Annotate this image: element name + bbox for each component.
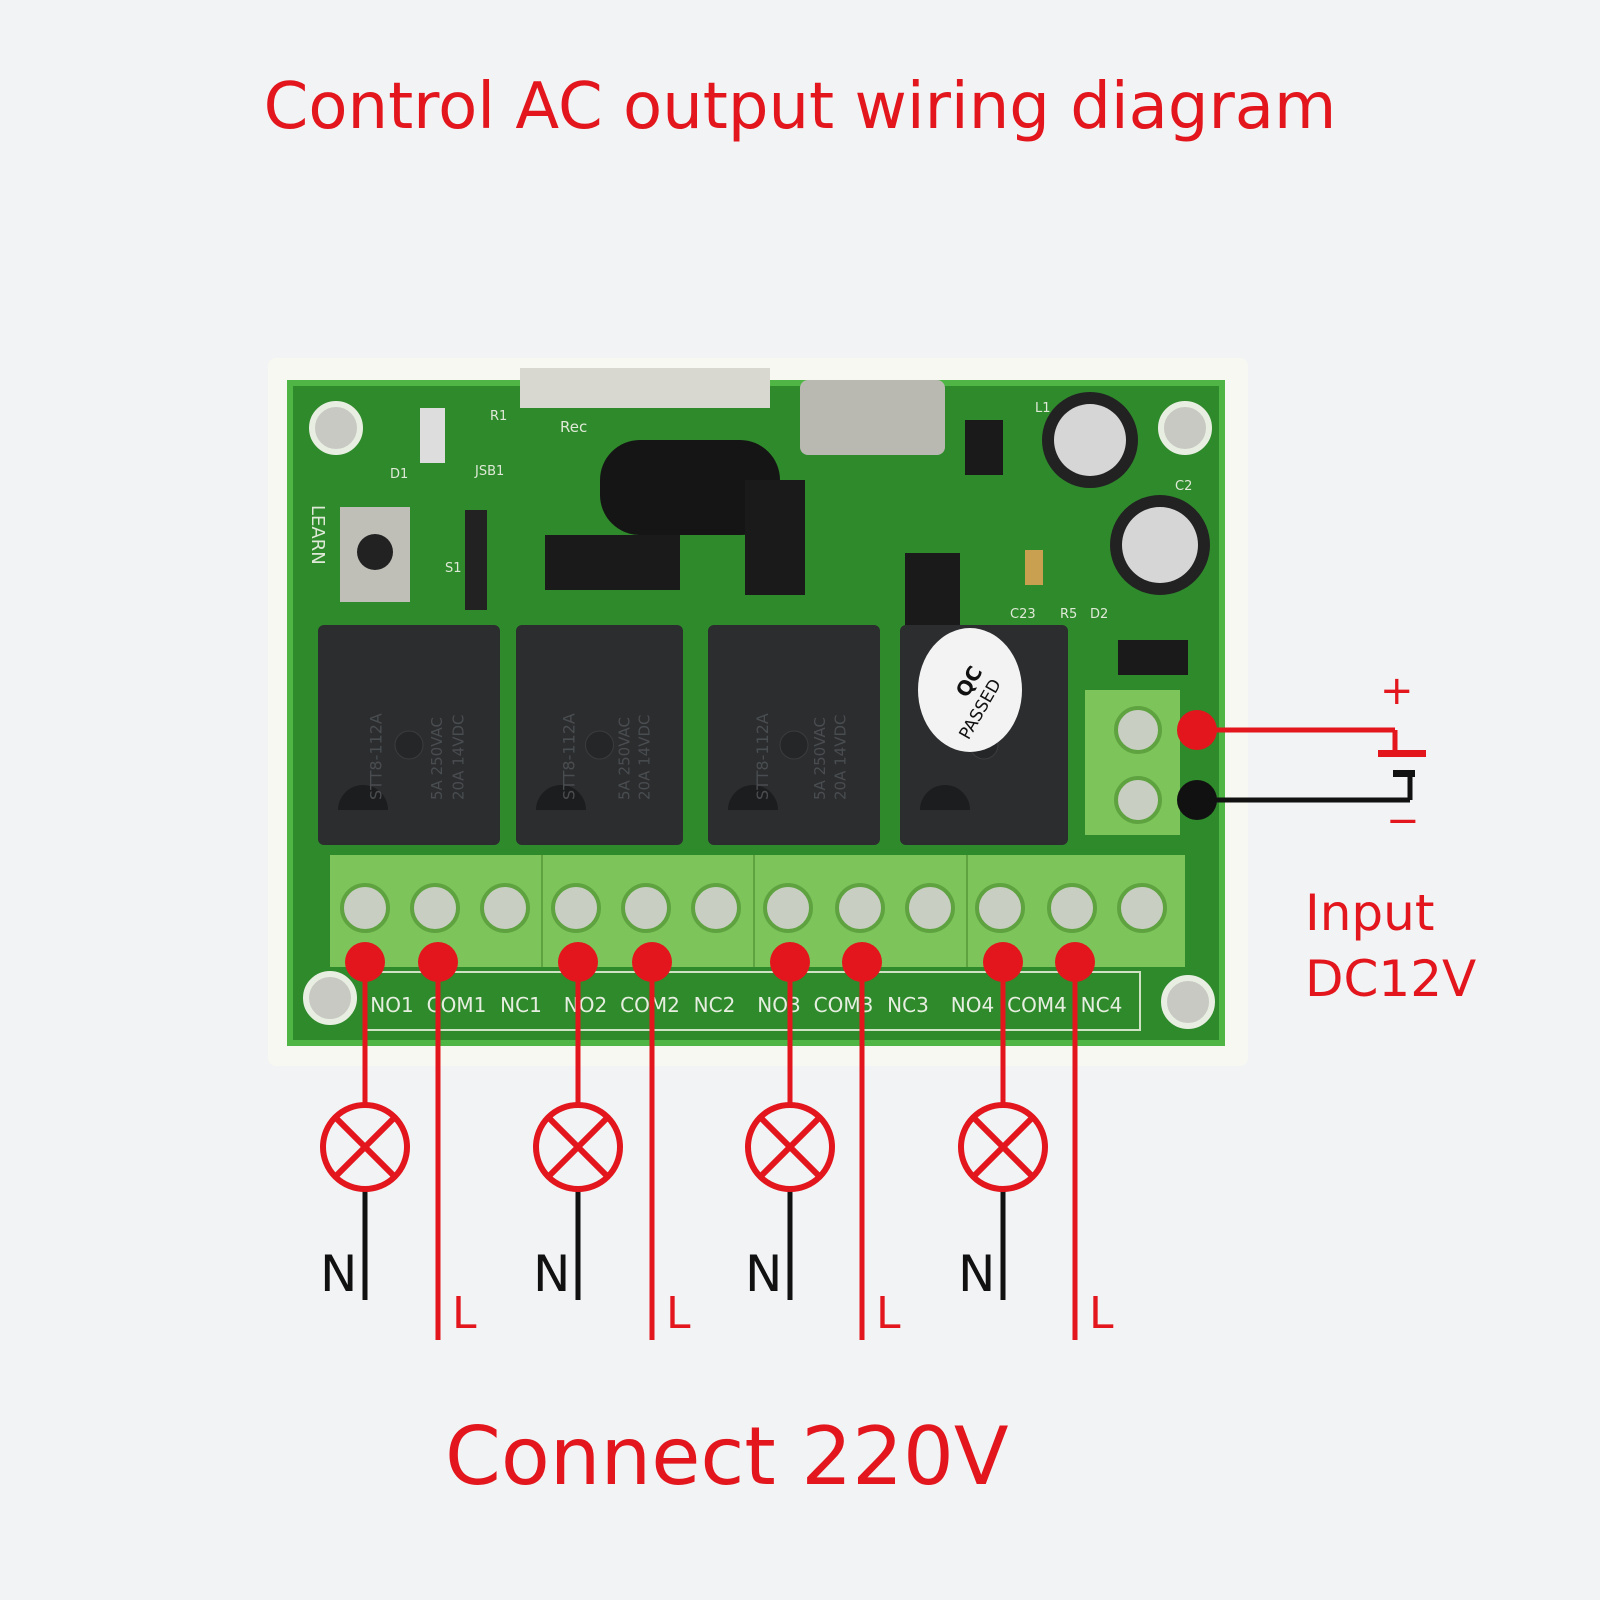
com-connection-dot [842,942,882,982]
mounting-screws [303,401,1215,1029]
no-connection-dot [345,942,385,982]
terminal-label: NC4 [1081,993,1123,1017]
neutral-label: N [958,1245,996,1303]
relay-rating: 5A 250VAC [428,717,446,800]
relay-rating: 5A 250VAC [616,717,634,800]
terminal-label: NC2 [694,993,736,1017]
terminal-label: NO1 [370,993,413,1017]
jsb-label: JSB1 [474,464,504,479]
lamp-icon [533,1102,623,1192]
battery-icon [1378,750,1426,777]
lamp-icon [320,1102,410,1192]
terminal-screw [905,883,955,933]
terminal-screw [1047,883,1097,933]
no-connection-dot [770,942,810,982]
no-connection-dot [983,942,1023,982]
s1-label: S1 [445,561,462,576]
com-connection-dot [632,942,672,982]
terminal-label: NO3 [757,993,800,1017]
terminal-screw [480,883,530,933]
negative-connection-dot [1177,780,1217,820]
rf-module [520,368,770,408]
minus-label: − [1386,798,1420,844]
ic-chip [745,480,805,595]
lamp-icon [745,1102,835,1192]
load-circuit [745,942,882,1340]
com-connection-dot [418,942,458,982]
connect-voltage-label: Connect 220V [445,1410,1009,1503]
input-line1: Input [1305,884,1435,942]
c23-label: C23 [1010,607,1036,622]
neutral-label: N [320,1245,358,1303]
output-terminal-block [330,855,1185,967]
ic-chip [545,535,680,590]
terminal-screw [691,883,741,933]
com-connection-dot [1055,942,1095,982]
terminal-screw [551,883,601,933]
load-circuit [320,942,458,1340]
input-line2: DC12V [1305,950,1477,1008]
terminal-screw [975,883,1025,933]
load-circuit [533,942,672,1340]
neutral-label: N [745,1245,783,1303]
terminal-screw [1117,883,1167,933]
antenna-coil [600,440,780,535]
terminal-screw [410,883,460,933]
positive-connection-dot [1177,710,1217,750]
load-circuit [958,942,1095,1340]
terminal-label: NO4 [951,993,994,1017]
relay-rating: 20A 14VDC [832,715,850,801]
lamp-icon [958,1102,1048,1192]
relay-rating: 5A 250VAC [811,717,829,800]
live-label: L [1089,1288,1114,1339]
plus-label: + [1380,668,1414,714]
terminal-label: NO2 [564,993,607,1017]
live-label: L [876,1288,901,1339]
relay-rating: 20A 14VDC [636,715,654,801]
terminal-screw [763,883,813,933]
relay-model: STT8-112A [753,713,772,800]
terminal-screw [835,883,885,933]
ic-chip [905,553,960,625]
l1-label: L1 [1035,401,1051,416]
c2-label: C2 [1175,479,1192,494]
terminal-screw [340,883,390,933]
terminal-label: COM4 [1007,993,1067,1017]
relay-model: STT8-112A [559,713,578,800]
live-label: L [666,1288,691,1339]
learn-label: LEARN [307,505,328,565]
terminal-label: NC1 [500,993,542,1017]
d2-label: D2 [1090,607,1108,622]
input-label: Input DC12V [1305,880,1476,1012]
rec-label: Rec [560,418,587,436]
live-label: L [452,1288,477,1339]
neutral-label: N [533,1245,571,1303]
r1-label: R1 [490,409,507,424]
qc-sticker: QC PASSED [918,628,1022,752]
no-connection-dot [558,942,598,982]
terminal-label: NC3 [887,993,929,1017]
relay-rating: 20A 14VDC [450,715,468,801]
r5-label: R5 [1060,607,1077,622]
relay-model: STT8-112A [367,713,386,800]
d1-label: D1 [390,467,408,482]
terminal-screw [621,883,671,933]
diagram-title: Control AC output wiring diagram [263,70,1337,144]
